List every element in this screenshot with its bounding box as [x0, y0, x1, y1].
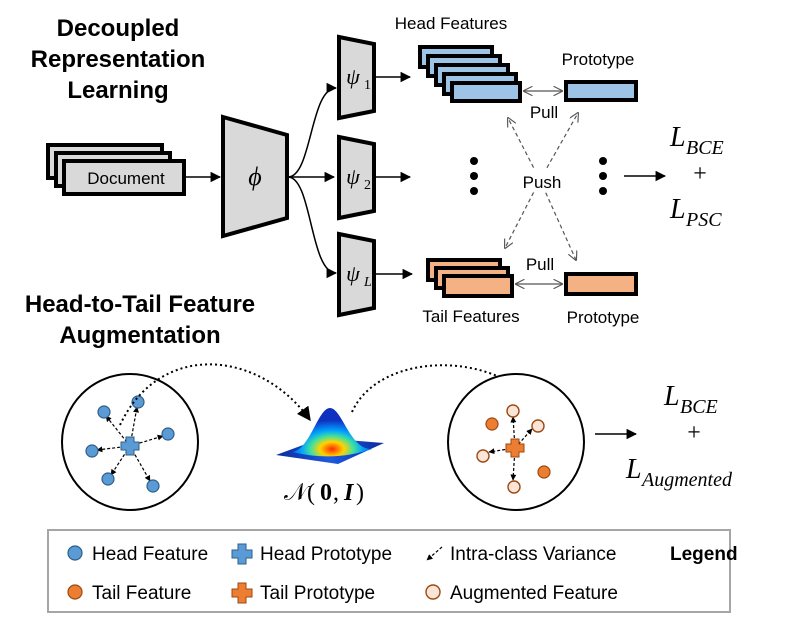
augmentation-title-line1: Head-to-Tail Feature — [25, 291, 255, 318]
distribution-suffix: ) — [356, 480, 364, 506]
psiL-sub: L — [363, 275, 372, 290]
head-prototype-label: Prototype — [562, 50, 635, 69]
document-label: Document — [87, 169, 165, 188]
bottom-loss-plus: + — [687, 420, 701, 446]
top-loss-plus: + — [693, 161, 707, 187]
ellipsis-left — [470, 157, 478, 195]
decoupled-title-line1: Decoupled — [57, 15, 180, 42]
legend-head-prototype-label: Head Prototype — [260, 544, 392, 565]
document-stack: Document — [46, 143, 186, 196]
tail-prototype-label: Prototype — [567, 308, 640, 327]
bottom-loss-term2: L — [625, 454, 642, 485]
push-arrow-to-tail-prototype — [539, 179, 576, 260]
legend-tail-prototype-label: Tail Prototype — [260, 583, 375, 604]
legend: Head Feature Head Prototype Intra-class … — [47, 529, 738, 613]
tail-prototype-cross — [505, 438, 525, 458]
head-features-label: Head Features — [395, 14, 507, 33]
tail-features-stack — [426, 258, 514, 298]
distribution-mean: 0 — [320, 480, 332, 506]
augmentation-title-line2: Augmentation — [59, 322, 220, 349]
head-psi-L: ψ L — [337, 231, 376, 318]
head-pull-label: Pull — [530, 103, 558, 122]
distribution-prefix: 𝒩( — [284, 480, 315, 506]
top-loss-sub1: BCE — [686, 137, 724, 159]
distribution-sep: , — [333, 480, 339, 506]
head-features-stack — [418, 45, 522, 103]
distribution-cov: I — [343, 480, 355, 506]
head-to-gaussian-arc — [119, 363, 311, 426]
legend-head-prototype-icon — [231, 543, 253, 565]
bottom-loss-sub2: Augmented — [640, 469, 733, 491]
bottom-loss-sub1: BCE — [680, 396, 718, 418]
augmentation-section-title: Head-to-Tail Feature Augmentation — [25, 291, 255, 349]
legend-head-feature-icon — [67, 545, 83, 561]
top-loss-sub2: PSC — [685, 209, 722, 231]
legend-tail-feature-icon — [67, 584, 83, 600]
push-label: Push — [523, 173, 562, 192]
legend-title: Legend — [670, 544, 738, 565]
psiL-base: ψ — [346, 261, 360, 286]
top-loss-term2: L — [669, 194, 686, 225]
head-prototype-cross — [120, 436, 140, 456]
legend-augmented-feature-label: Augmented Feature — [450, 583, 618, 604]
head-psi-2: ψ 2 — [337, 134, 376, 221]
head-psi-1: ψ 1 — [337, 34, 376, 121]
encoder-symbol: ϕ — [248, 162, 261, 191]
legend-augmented-feature-icon — [425, 584, 441, 600]
push-label-bg — [518, 170, 566, 192]
tail-feature-points — [485, 417, 551, 479]
push-arrow-to-tail-features — [505, 179, 541, 248]
distribution-label: 𝒩( 0 , I ) — [284, 480, 364, 506]
decoupled-section-title: Decoupled Representation Learning — [31, 15, 206, 104]
psi1-base: ψ — [346, 64, 360, 89]
ellipsis-right — [599, 157, 607, 195]
legend-tail-feature-label: Tail Feature — [92, 583, 191, 604]
legend-tail-prototype-icon — [231, 582, 253, 604]
bottom-loss: L BCE + L Augmented — [625, 381, 733, 491]
push-arrow-to-head-features — [508, 118, 541, 181]
bottom-loss-term1: L — [663, 381, 680, 412]
tail-prototype-box — [564, 272, 638, 296]
tail-pull-label: Pull — [526, 255, 554, 274]
augmented-feature-points — [476, 404, 545, 494]
top-loss: L BCE + L PSC — [669, 122, 724, 231]
legend-box — [47, 529, 731, 613]
top-loss-term1: L — [669, 122, 686, 153]
legend-variance-arrow-icon — [426, 546, 443, 561]
encoder-to-psiL-arrow — [287, 176, 338, 279]
decoupled-title-line2: Representation — [31, 46, 206, 73]
gaussian-surface — [276, 408, 384, 464]
head-prototype-box — [564, 80, 638, 102]
legend-variance-label: Intra-class Variance — [450, 544, 617, 565]
tail-features-label: Tail Features — [422, 307, 519, 326]
psi1-sub: 1 — [364, 78, 371, 93]
legend-head-feature-label: Head Feature — [92, 544, 208, 565]
head-feature-points — [85, 395, 175, 493]
encoder-to-psi1-arrow — [287, 82, 338, 178]
decoupled-title-line3: Learning — [67, 77, 168, 104]
psi2-sub: 2 — [364, 178, 371, 193]
encoder-phi: ϕ — [221, 114, 289, 239]
push-arrow-to-head-prototype — [539, 113, 578, 181]
psi2-base: ψ — [346, 164, 360, 189]
